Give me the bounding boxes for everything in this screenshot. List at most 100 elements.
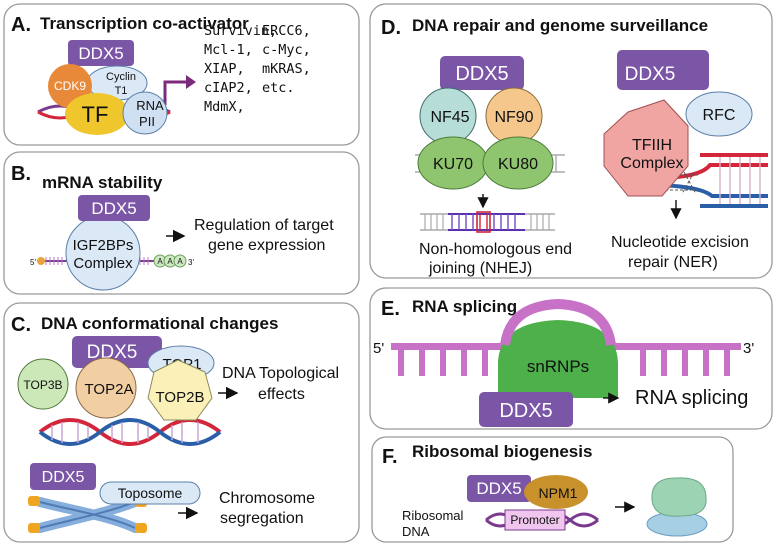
panel-c-top2b xyxy=(147,359,213,421)
panel-e-lariat-arc xyxy=(500,298,616,346)
panel-c: C. DNA conformational changes DDX5 TOP1 … xyxy=(3,302,360,543)
panel-c-ddx5-label: DDX5 xyxy=(87,342,138,363)
panel-e-ddx5 xyxy=(479,392,573,427)
panel-e-three-prime: 3' xyxy=(743,340,754,357)
panel-d-letter: D. xyxy=(381,17,401,39)
panel-b-letter: B. xyxy=(11,163,31,185)
panel-a: A. Transcription co-activator DDX5 Cycli… xyxy=(3,3,360,146)
panel-e: E. RNA splicing 5' 3' snRNPs DDX5 RNA sp… xyxy=(369,287,773,430)
panel-c-toposome-label: Toposome xyxy=(118,485,183,501)
gene-mdmx: MdmX, xyxy=(204,99,245,115)
panel-f-dna-line1: Ribosomal xyxy=(402,508,464,523)
panel-a-arrowhead xyxy=(186,75,196,89)
panel-a-tf-label: TF xyxy=(82,102,109,127)
panel-b-three-prime: 3' xyxy=(188,258,194,267)
gene-mkras: mKRAS, xyxy=(262,61,311,77)
poly-a-1-label: A xyxy=(157,257,163,266)
ribosome-large-subunit-icon xyxy=(651,477,707,517)
panel-c-top2a xyxy=(75,357,137,419)
panel-b-outcome-line2: gene expression xyxy=(208,237,325,254)
panel-f-title: Ribosomal biogenesis xyxy=(412,442,592,461)
panel-b-ddx5 xyxy=(78,195,150,221)
panel-c-top2a-label: TOP2A xyxy=(85,381,134,398)
gene-ercc6: ERCC6, xyxy=(262,23,311,39)
panel-d-ner-line2: repair (NER) xyxy=(628,254,718,271)
panel-f-promoter-label: Promoter xyxy=(510,513,559,527)
panel-d-ku70-label: KU70 xyxy=(433,156,473,173)
gene-etc: etc. xyxy=(262,80,295,96)
panel-d-nhej-line2: joining (NHEJ) xyxy=(428,260,532,277)
panel-d-ddx5-left-label: DDX5 xyxy=(455,63,508,85)
panel-c-seg-line2: segregation xyxy=(220,510,304,527)
panel-d-repaired-dna xyxy=(420,211,555,233)
panel-f-promoter xyxy=(504,509,566,531)
panel-d-tfiih-line2: Complex xyxy=(620,155,683,172)
panel-a-cyclin-line1: Cyclin xyxy=(106,71,136,83)
panel-d: D. DNA repair and genome surveillance DD… xyxy=(369,3,773,279)
panel-b-outcome-line1: Regulation of target xyxy=(194,217,334,234)
panel-e-bases xyxy=(398,350,730,376)
panel-d-rfc xyxy=(685,91,753,137)
panel-a-genes: Survivin, Mcl-1, XIAP, cIAP2, MdmX, ERCC… xyxy=(204,23,311,115)
panel-c-dna-blue xyxy=(38,418,222,446)
panel-d-ddx5-right xyxy=(617,50,709,90)
panel-d-ddx5-right-label: DDX5 xyxy=(625,64,676,85)
gene-cmyc: c-Myc, xyxy=(262,42,311,58)
panel-c-title: DNA conformational changes xyxy=(41,314,278,333)
panel-c-ddx5-b xyxy=(30,463,96,490)
panel-d-title: DNA repair and genome surveillance xyxy=(412,16,708,35)
panel-a-tf xyxy=(65,93,129,135)
panel-f-letter: F. xyxy=(382,446,398,468)
gene-mcl1: Mcl-1, xyxy=(204,42,253,58)
panel-a-rna-line2: PII xyxy=(139,114,155,129)
panel-b: B. mRNA stability 5' A A A 3' IGF2BPs Co… xyxy=(3,151,360,295)
panel-b-five-prime: 5' xyxy=(30,258,36,267)
panel-c-effect-line1: DNA Topological xyxy=(222,365,339,382)
panel-d-ddx5-left xyxy=(440,56,524,90)
panel-d-nf45-label: NF45 xyxy=(430,109,469,126)
panel-d-ku80-label: KU80 xyxy=(498,156,538,173)
panel-b-complex-line2: Complex xyxy=(73,255,133,272)
gene-xiap: XIAP, xyxy=(204,61,245,77)
panel-f-dna-line2: DNA xyxy=(402,524,430,539)
panel-c-effect-line2: effects xyxy=(258,386,305,403)
panel-a-cyclin-line2: T1 xyxy=(115,85,128,97)
panel-e-snrnps-label: snRNPs xyxy=(527,357,589,376)
panel-c-top3b xyxy=(17,358,69,410)
panel-a-ddx5 xyxy=(68,40,134,66)
gene-ciap2: cIAP2, xyxy=(204,80,253,96)
panel-c-letter: C. xyxy=(11,314,31,336)
panel-c-top2b-label: TOP2B xyxy=(156,389,205,406)
panel-c-toposome xyxy=(99,481,201,505)
panel-c-ddx5-b-label: DDX5 xyxy=(42,469,85,486)
panel-e-snrnps xyxy=(498,320,618,398)
panel-f-npm1-label: NPM1 xyxy=(539,485,578,501)
gene-survivin: Survivin, xyxy=(204,23,277,39)
panel-d-rfc-label: RFC xyxy=(703,107,736,124)
panel-a-rna-line1: RNA xyxy=(136,98,164,113)
panel-d-ner-line1: Nucleotide excision xyxy=(611,234,749,251)
panel-b-cap-icon xyxy=(37,257,45,265)
panel-f-ddx5-label: DDX5 xyxy=(476,479,521,498)
panel-f: F. Ribosomal biogenesis Promoter DDX5 NP… xyxy=(371,436,734,543)
panel-a-rna-pii xyxy=(122,91,168,135)
panel-b-complex-line1: IGF2BPs xyxy=(73,237,134,254)
panel-a-ddx5-label: DDX5 xyxy=(78,44,123,63)
panel-d-tfiih-complex xyxy=(603,99,689,197)
panel-a-title: Transcription co-activator xyxy=(40,14,249,33)
panel-e-five-prime: 5' xyxy=(373,340,384,357)
panel-f-ddx5 xyxy=(467,475,531,502)
panel-a-letter: A. xyxy=(11,14,31,36)
panel-e-ddx5-label: DDX5 xyxy=(499,400,552,422)
panel-b-ddx5-label: DDX5 xyxy=(91,199,136,218)
panel-e-letter: E. xyxy=(381,298,400,320)
poly-a-3 xyxy=(173,254,187,268)
poly-a-2-label: A xyxy=(167,257,173,266)
panel-b-title: mRNA stability xyxy=(42,173,163,192)
panel-c-top3b-label: TOP3B xyxy=(23,378,62,392)
panel-d-nf90-label: NF90 xyxy=(494,109,533,126)
panel-e-outcome: RNA splicing xyxy=(635,387,748,409)
poly-a-3-label: A xyxy=(177,257,183,266)
panel-e-title: RNA splicing xyxy=(412,297,517,316)
